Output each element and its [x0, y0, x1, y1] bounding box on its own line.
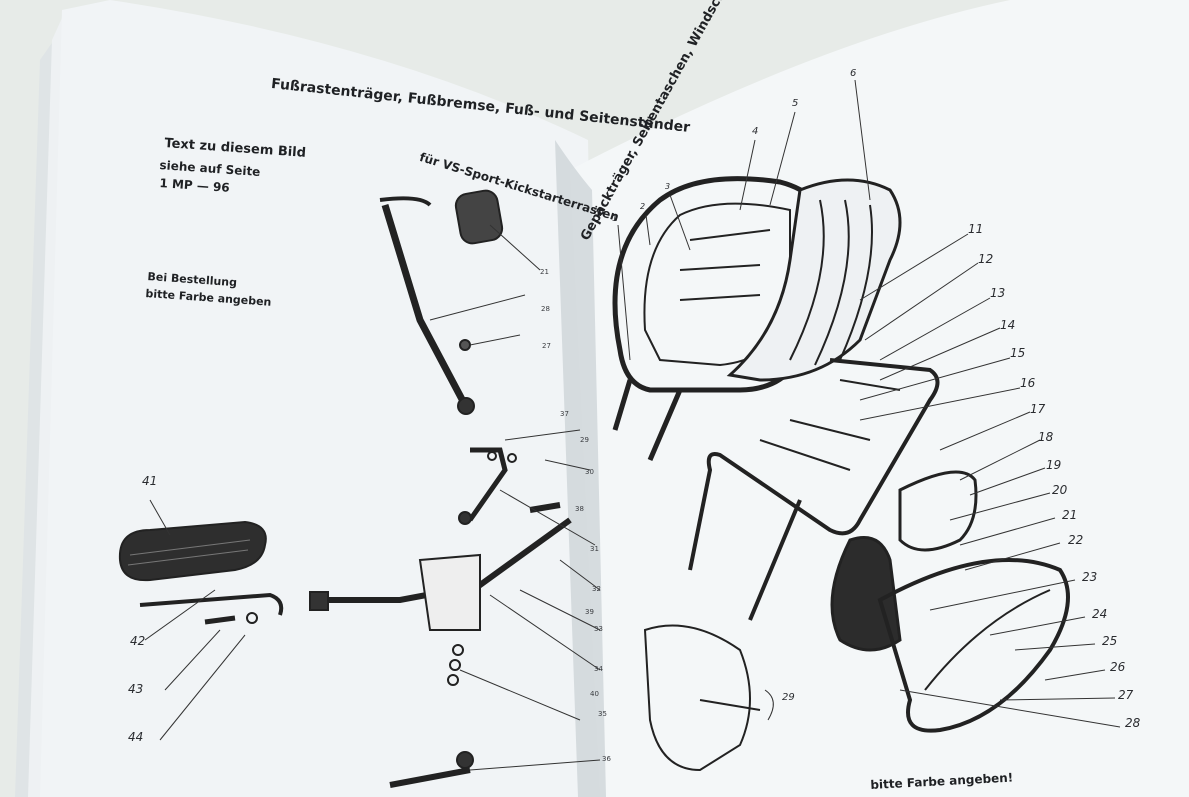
small-label: 37: [560, 410, 569, 418]
small-label: 29: [580, 436, 589, 444]
part-label-18: 18: [1038, 430, 1054, 444]
small-label: 34: [594, 665, 603, 673]
small-label: 31: [590, 545, 599, 553]
part-label-5: 5: [792, 98, 799, 109]
small-label: 33: [594, 625, 603, 633]
part-label-23: 23: [1082, 570, 1098, 584]
part-label-17: 17: [1030, 402, 1046, 416]
part-label-28: 28: [1125, 716, 1141, 730]
part-label-42: 42: [130, 634, 146, 648]
small-label: 32: [592, 585, 601, 593]
part-label-2: 2: [640, 202, 646, 211]
small-label: 35: [598, 710, 607, 718]
part-label-4: 4: [752, 126, 759, 137]
small-label: 40: [590, 690, 599, 698]
part-label-41: 41: [142, 474, 158, 488]
part-label-19: 19: [1046, 458, 1062, 472]
part-label-21: 21: [1062, 508, 1078, 522]
small-label: 27: [542, 342, 551, 350]
left-page: [40, 0, 600, 797]
part-label-6: 6: [850, 68, 857, 79]
part-label-20: 20: [1052, 483, 1068, 497]
part-label-24: 24: [1092, 607, 1108, 621]
part-label-15: 15: [1010, 346, 1026, 360]
part-label-27: 27: [1118, 688, 1134, 702]
part-label-25: 25: [1102, 634, 1118, 648]
small-label: 30: [585, 468, 594, 476]
part-label-22: 22: [1068, 533, 1084, 547]
small-label: 21: [540, 268, 549, 276]
part-label-14: 14: [1000, 318, 1016, 332]
small-label: 38: [575, 505, 584, 513]
part-label-1: 1: [612, 214, 618, 223]
part-label-44: 44: [128, 730, 144, 744]
part-label-16: 16: [1020, 376, 1036, 390]
part-label-26: 26: [1110, 660, 1126, 674]
part-label-12: 12: [978, 252, 994, 266]
small-label: 36: [602, 755, 611, 763]
part-label-43: 43: [128, 682, 144, 696]
part-label-11: 11: [968, 222, 984, 236]
small-label: 28: [541, 305, 550, 313]
part-label-3: 3: [665, 182, 671, 191]
part-label-13: 13: [990, 286, 1006, 300]
small-label: 39: [585, 608, 594, 616]
part-label-29: 29: [782, 692, 795, 703]
